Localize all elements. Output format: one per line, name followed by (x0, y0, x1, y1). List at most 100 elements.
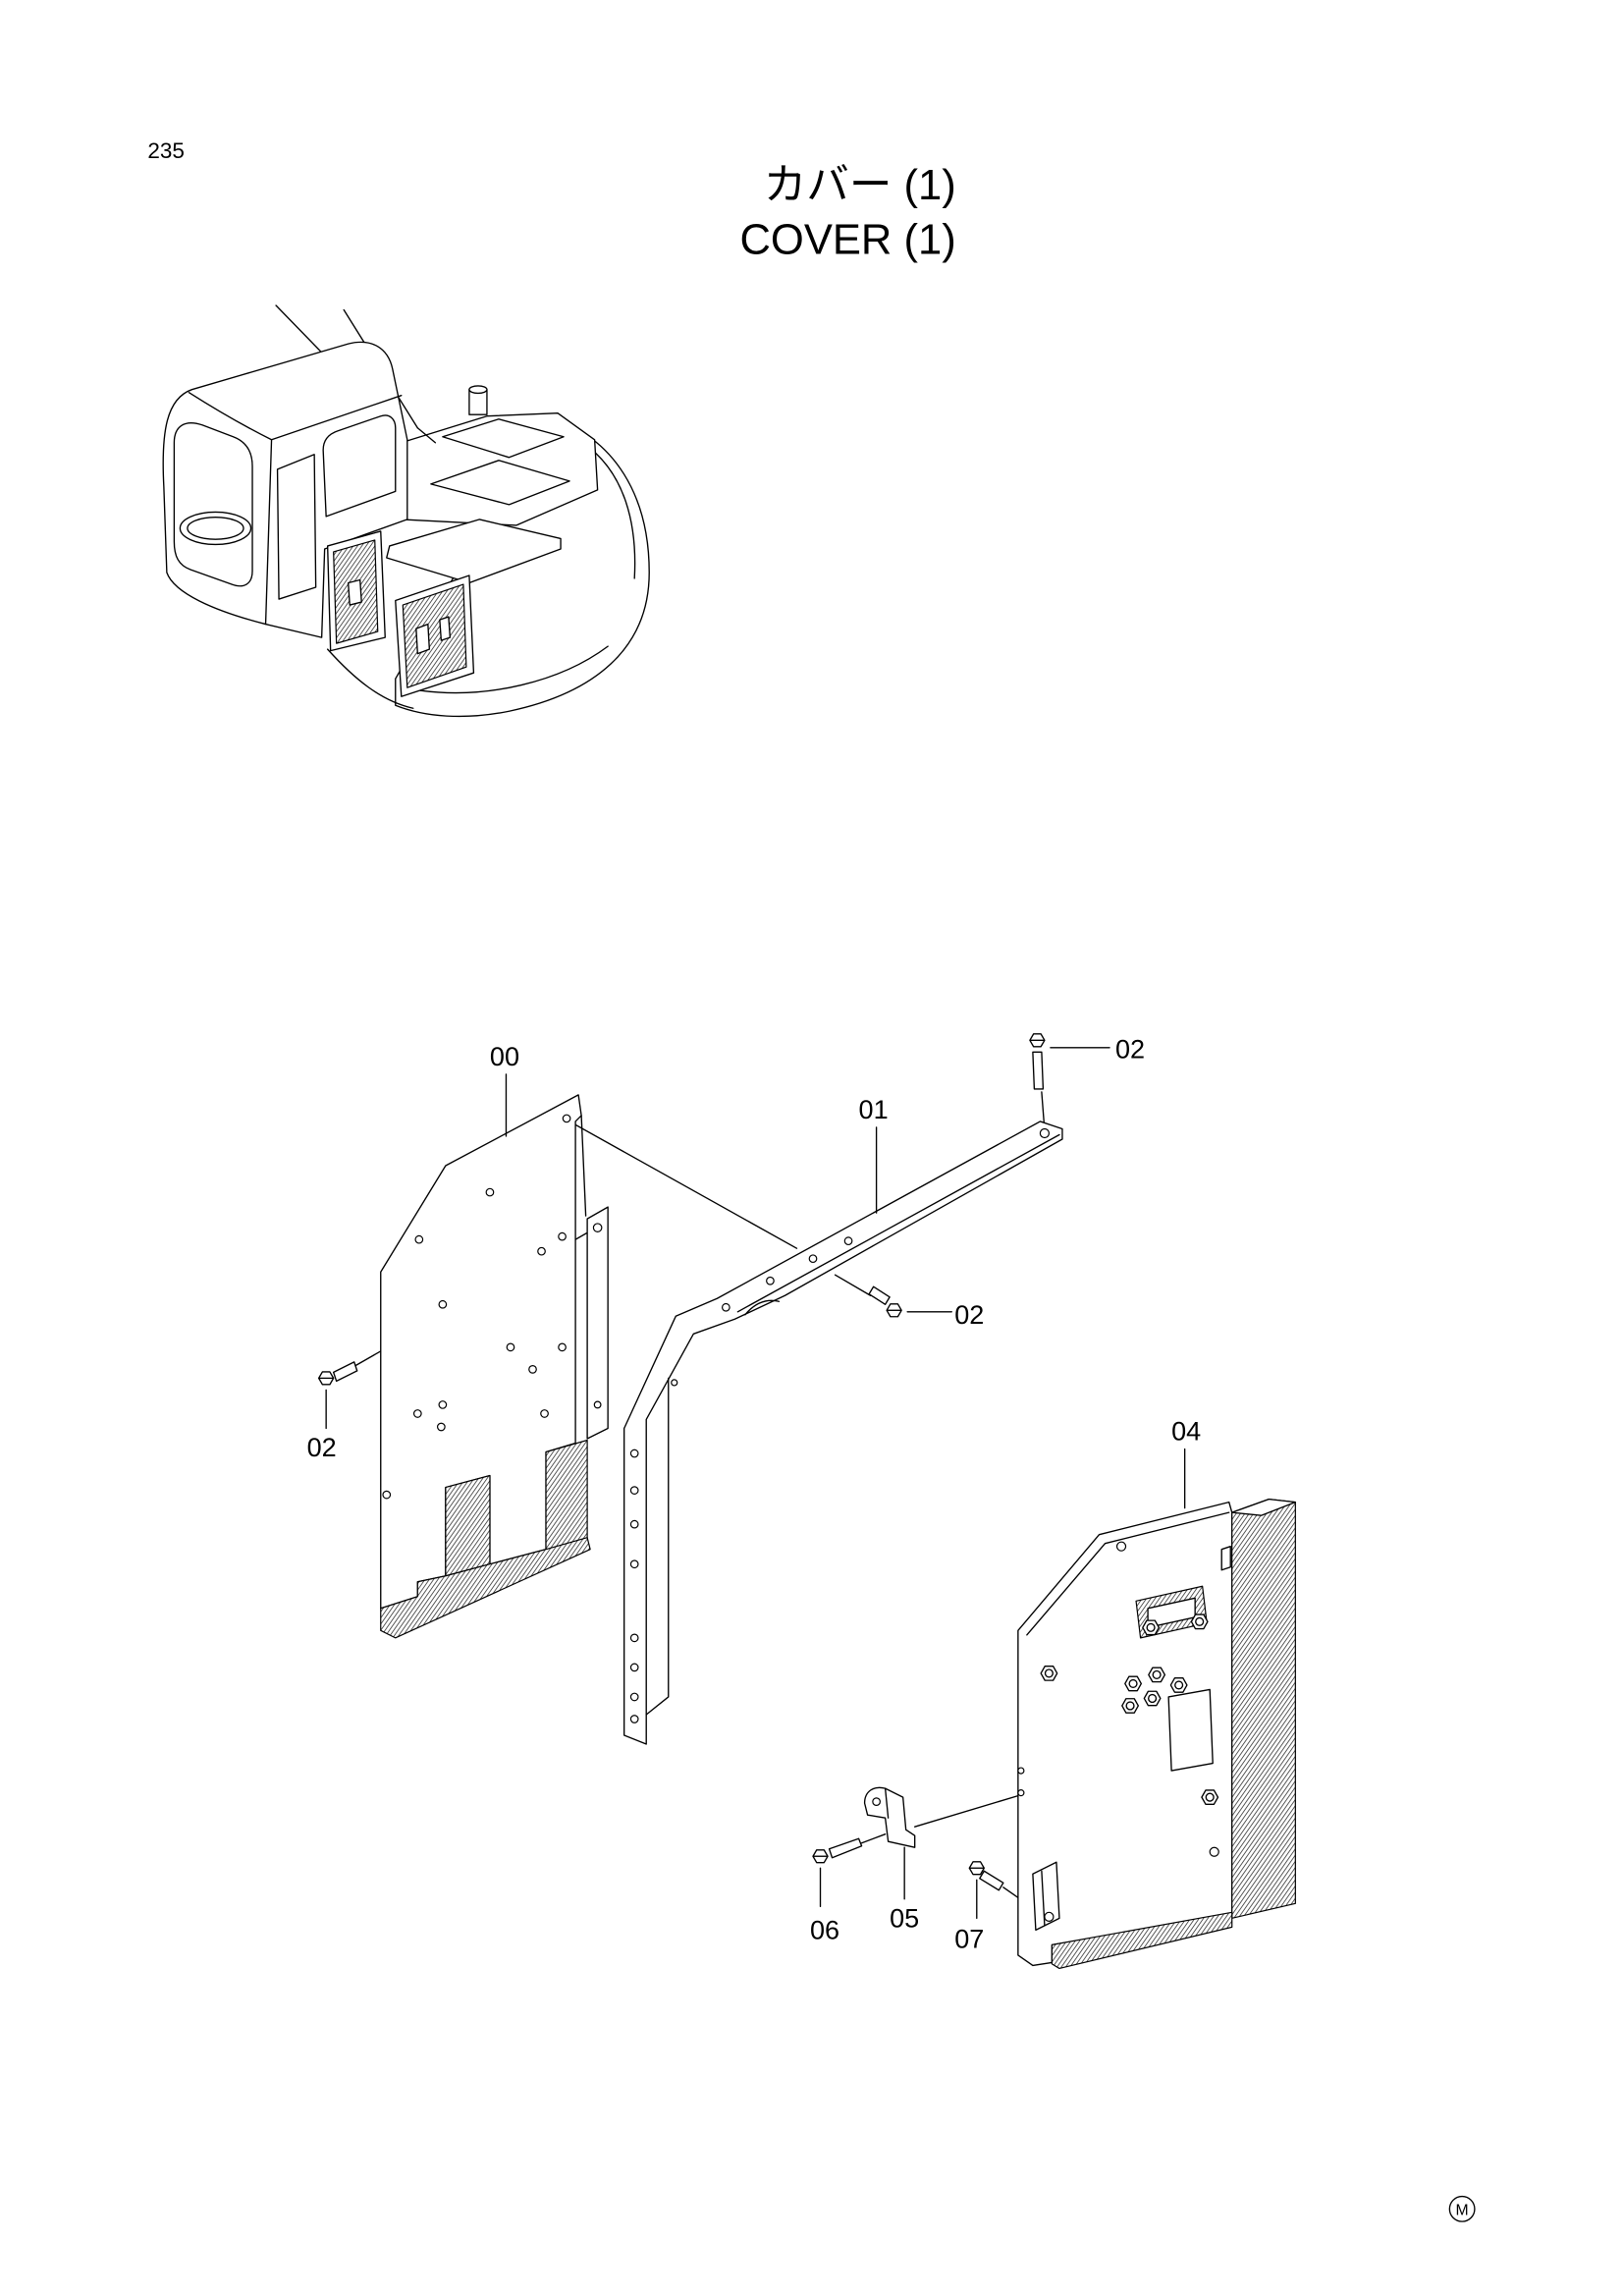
hole (558, 1231, 567, 1241)
bolt-shaft (332, 1361, 358, 1383)
nut-icon (1190, 1613, 1209, 1630)
callout-07: 07 (954, 1924, 984, 1953)
callout-labels: 00 01 02 02 02 04 05 06 07 (307, 1034, 1202, 1953)
part-04-side-seal (1231, 1499, 1296, 1919)
part-04-tab (1220, 1546, 1231, 1571)
mark-letter: M (1456, 2202, 1469, 2218)
counterweight-edge (419, 645, 609, 694)
hole (506, 1342, 515, 1352)
part-04-hinge (1032, 1861, 1060, 1932)
part-04-side-seal-top (1231, 1498, 1297, 1516)
bolt-head-icon (886, 1303, 902, 1318)
part-06-bolt (812, 1837, 863, 1864)
callout-leaders (325, 1047, 1186, 1920)
cab-corner-edge (264, 439, 273, 626)
cab-body (162, 341, 408, 638)
hole (629, 1449, 639, 1458)
part-00-cover-panel (380, 1094, 609, 1639)
hole (1017, 1767, 1025, 1775)
highlighted-cover-right (395, 574, 475, 697)
hole (808, 1254, 818, 1264)
part-00-edge (580, 1115, 587, 1217)
highlighted-cover-left (326, 530, 386, 652)
hole (438, 1299, 448, 1309)
hole (592, 1223, 603, 1232)
cab-lower-window (179, 511, 252, 546)
part-05-fold (884, 1787, 890, 1819)
hole (766, 1276, 775, 1285)
part-04-cover-panel (1017, 1498, 1297, 1970)
cab-roof-edge (188, 392, 403, 441)
part-01-fold-line (736, 1133, 1060, 1313)
part-01-bracket (622, 1121, 1063, 1745)
callout-02-top: 02 (1115, 1034, 1145, 1064)
assembly-line-bolt-to-01 (834, 1274, 872, 1296)
part-00-notch (445, 1474, 491, 1577)
exhaust-stack (468, 385, 488, 415)
cab-side-window (276, 454, 317, 600)
hole (558, 1342, 567, 1352)
part-04-label-plate (1167, 1688, 1214, 1772)
hole (1209, 1846, 1219, 1857)
assembly-line-06-to-05 (860, 1833, 887, 1844)
hole (1017, 1789, 1025, 1797)
bolt-shaft (979, 1870, 1004, 1891)
hole (629, 1519, 639, 1529)
bolt-shaft (828, 1837, 863, 1859)
hole (671, 1379, 678, 1387)
hole (382, 1490, 392, 1500)
hole (629, 1692, 639, 1702)
callout-00: 00 (490, 1042, 519, 1071)
nut-icon (1201, 1789, 1219, 1806)
hole (537, 1246, 546, 1256)
step-line (416, 427, 437, 444)
hole (485, 1187, 495, 1197)
part-00-side-block (545, 1439, 588, 1554)
hole (629, 1715, 639, 1723)
part-04-bottom-seal (1051, 1911, 1233, 1970)
nut-icon (1169, 1676, 1188, 1693)
hole (593, 1400, 602, 1409)
part-04-top-flange (1026, 1511, 1230, 1636)
cab-front-window (173, 422, 253, 587)
part-02-bolt-top (1029, 1033, 1046, 1090)
chassis-line (326, 648, 414, 709)
part-01-notch (744, 1299, 781, 1316)
hole (562, 1114, 571, 1123)
hole (872, 1797, 881, 1806)
bolt-head-icon (968, 1861, 986, 1876)
hole (1039, 1127, 1051, 1139)
callout-02-middle: 02 (954, 1300, 984, 1330)
bolt-shaft (1032, 1051, 1045, 1090)
part-05-clip (863, 1786, 916, 1848)
part-01-holes (629, 1127, 1051, 1723)
cab-rear-window (322, 414, 397, 518)
hole (436, 1422, 446, 1432)
nut-icon (1142, 1619, 1161, 1636)
part-01-leg-side (645, 1377, 670, 1716)
excavator-location-illustration (162, 304, 650, 718)
engine-deck (401, 412, 599, 526)
tool-box (386, 519, 562, 584)
hole (414, 1234, 424, 1244)
hole (412, 1409, 422, 1418)
hole (629, 1633, 639, 1643)
nut-icon (1143, 1690, 1162, 1707)
hole (540, 1409, 549, 1418)
nut-icon (1121, 1698, 1140, 1714)
part-04-holes (1017, 1541, 1219, 1857)
engine-cover (430, 460, 570, 506)
nut-icon (1040, 1665, 1058, 1681)
bolt-shaft (868, 1285, 891, 1305)
part-00-bottom-edge (380, 1537, 591, 1639)
callout-01: 01 (859, 1095, 889, 1124)
hole (629, 1486, 639, 1495)
hole (843, 1236, 853, 1246)
assembly-line-00-to-01 (568, 1121, 798, 1249)
assembly-line-05-to-04 (914, 1794, 1019, 1828)
part-00-flange (586, 1206, 609, 1440)
bolt-head-icon (317, 1371, 335, 1386)
nut-icon (1124, 1675, 1143, 1692)
part-07-bolt (968, 1861, 1004, 1891)
